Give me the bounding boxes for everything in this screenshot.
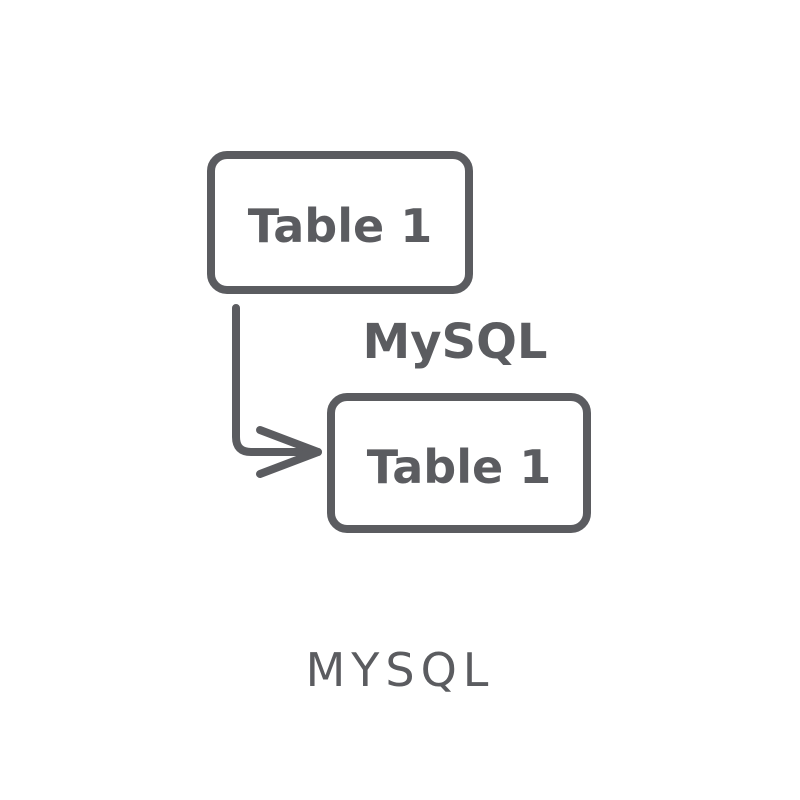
top-table-box xyxy=(207,151,473,294)
top-table-label: Table 1 xyxy=(248,199,432,253)
connector-arrow-line xyxy=(232,304,322,456)
bottom-table-label: Table 1 xyxy=(367,440,551,494)
mysql-label: MySQL xyxy=(362,314,547,370)
arrow-head-icon xyxy=(256,426,322,478)
caption-title: MYSQL xyxy=(305,643,495,697)
bottom-table-box xyxy=(327,393,591,533)
